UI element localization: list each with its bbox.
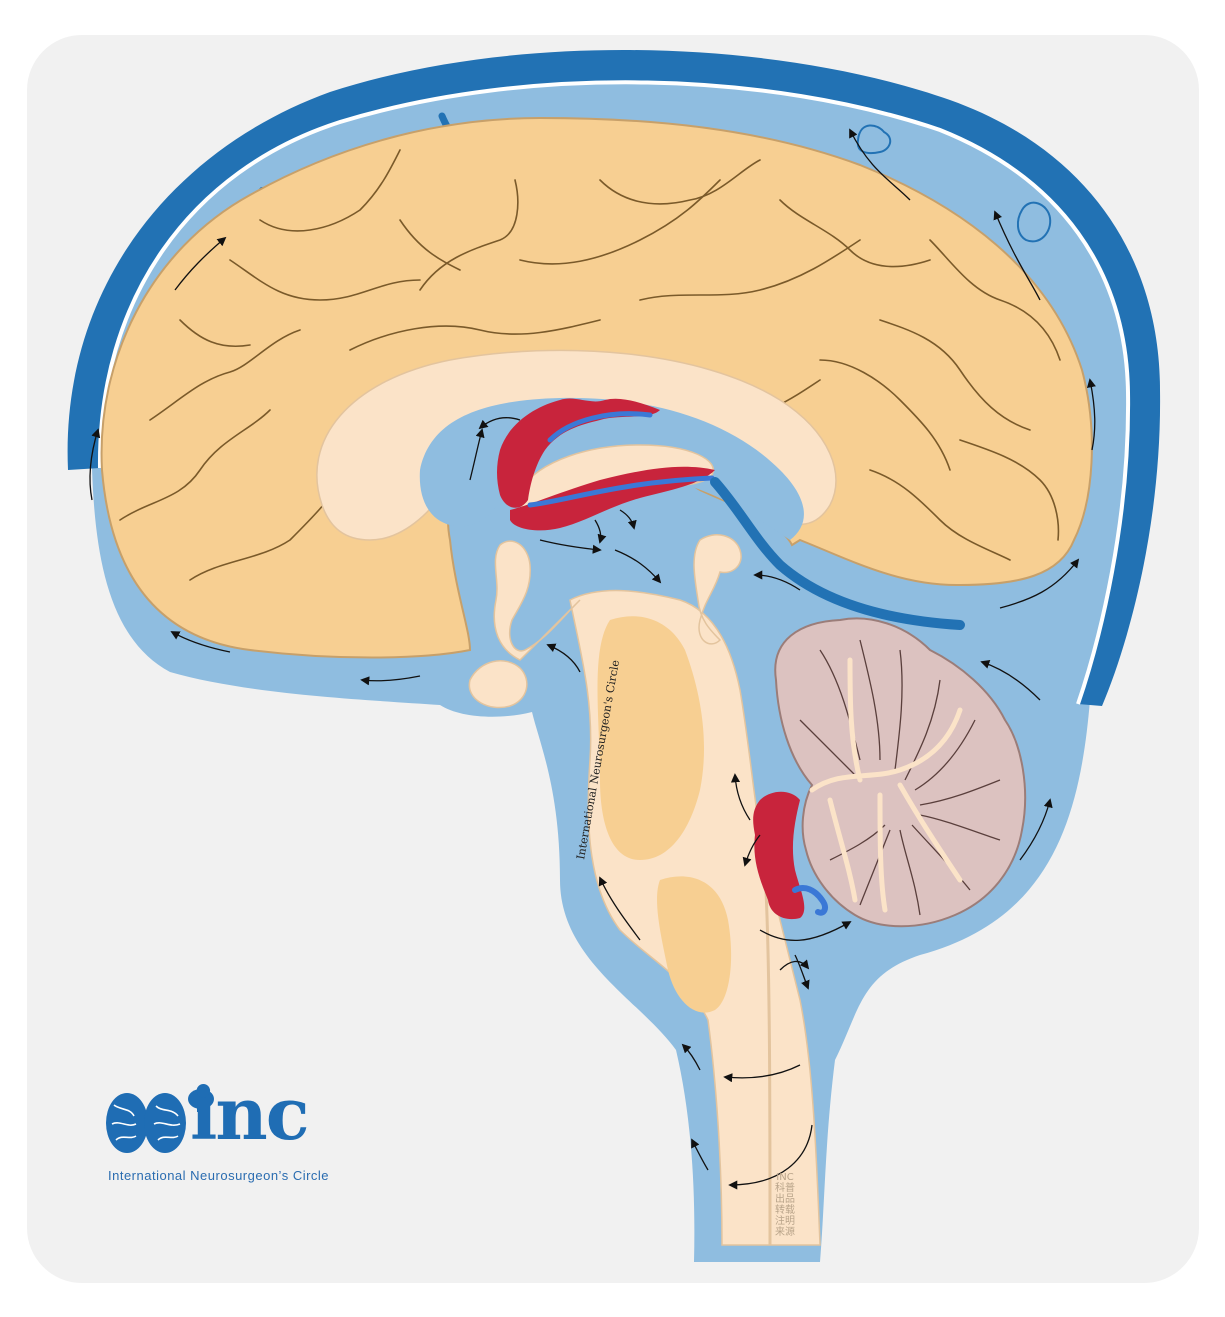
pons-midbrain (597, 616, 705, 860)
bulb-dot-icon (188, 1089, 214, 1112)
csf-flow-arrows (89, 128, 1096, 1190)
choroid-plexus-lateral (497, 398, 660, 508)
brain-logo-icon (106, 1093, 186, 1153)
flow-arrow-icon (619, 509, 637, 530)
flow-arrow-icon (1019, 798, 1053, 861)
flow-arrow-icon (614, 549, 662, 584)
flow-arrow-icon (742, 834, 761, 867)
cerebellar-folia (799, 639, 1001, 916)
watermark-cn: INC科普出品 转载注明来源 (775, 1172, 795, 1238)
flow-arrow-icon (174, 236, 227, 291)
flow-arrow-icon (779, 959, 810, 971)
choroid-plexus-blue (527, 411, 715, 508)
straight-sinus (710, 477, 965, 630)
arachnoid-granulation (1016, 201, 1052, 243)
flow-arrow-icon (999, 558, 1080, 609)
flow-arrow-icon (469, 428, 485, 481)
flow-arrow-icon (728, 1124, 813, 1190)
flow-arrow-icon (1086, 378, 1096, 451)
sinus-inner-edge (97, 80, 1131, 705)
flow-arrow-icon (360, 675, 421, 686)
medulla (657, 876, 732, 1013)
spinal-cord-split (763, 869, 772, 1246)
cortical-sulci (119, 149, 1061, 581)
flow-arrow-icon (681, 1043, 701, 1071)
flow-arrow-icon (691, 1138, 709, 1171)
arbor-vitae (809, 657, 963, 913)
choroid-plexus-fourth-blue (792, 885, 828, 916)
flow-arrow-icon (849, 128, 911, 201)
flow-arrow-icon (478, 417, 521, 430)
pituitary (468, 660, 528, 709)
flow-arrow-icon (993, 210, 1041, 301)
flow-arrow-icon (594, 519, 607, 544)
pineal-region (693, 534, 742, 645)
flow-arrow-icon (980, 659, 1041, 701)
flow-arrow-icon (546, 643, 581, 673)
flow-arrow-icon (753, 570, 801, 591)
flow-arrow-icon (723, 1064, 801, 1083)
flow-arrow-icon (759, 921, 852, 942)
choroid-plexus-fourth (753, 791, 805, 920)
hypothalamus (493, 540, 581, 661)
flow-arrow-icon (730, 773, 751, 821)
flow-arrow-icon (598, 876, 641, 941)
logo-wordmark: inc (190, 1071, 310, 1156)
flow-arrow-icon (794, 954, 810, 990)
logo-caption: International Neurosurgeon’s Circle (108, 1168, 330, 1183)
flow-arrow-icon (170, 631, 231, 653)
flow-arrow-icon (539, 539, 602, 554)
flow-arrow-icon (89, 428, 101, 501)
